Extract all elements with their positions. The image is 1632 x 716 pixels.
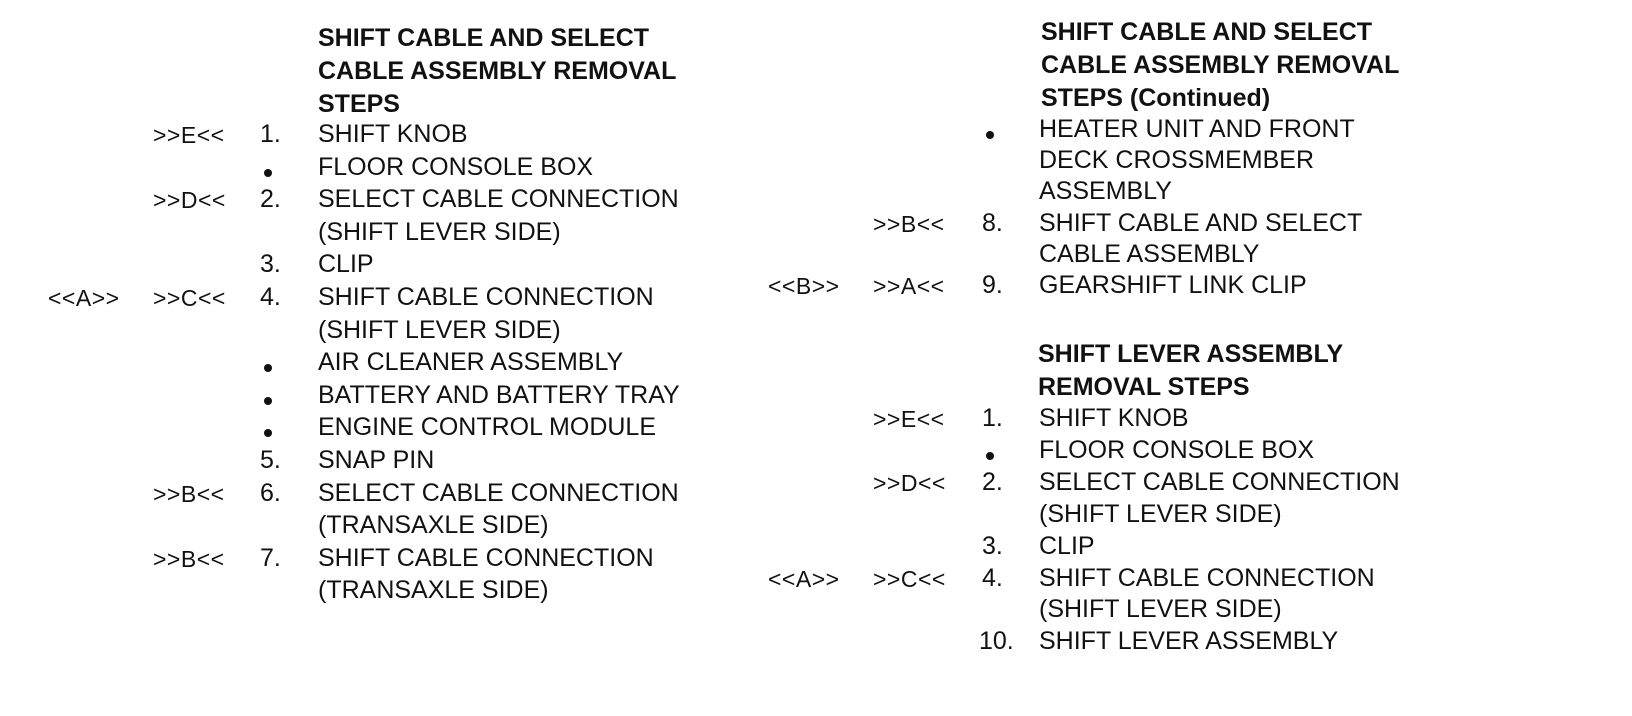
step-number: 5. — [260, 446, 281, 474]
right-section-heading-shift-lever: SHIFT LEVER ASSEMBLY REMOVAL STEPS — [1038, 340, 1344, 401]
step-number: 3. — [982, 531, 1003, 560]
step-text: AIR CLEANER ASSEMBLY — [318, 348, 624, 377]
reference-mark-a: <<A>> — [768, 565, 840, 592]
step-text: DECK CROSSMEMBER — [1039, 146, 1315, 175]
reference-mark-b: >>C<< — [873, 565, 946, 592]
step-text: SHIFT KNOB — [318, 120, 468, 148]
step-number: 8. — [982, 208, 1003, 237]
reference-mark-b: >>C<< — [153, 285, 226, 311]
left-section-heading: SHIFT CABLE AND SELECT CABLE ASSEMBLY RE… — [318, 24, 677, 118]
step-text: (TRANSAXLE SIDE) — [318, 576, 549, 605]
step-text: ENGINE CONTROL MODULE — [318, 413, 657, 442]
step-text: SELECT CABLE CONNECTION — [318, 185, 679, 214]
step-text: SHIFT CABLE CONNECTION — [318, 283, 654, 311]
step-text: BATTERY AND BATTERY TRAY — [318, 380, 680, 409]
step-text: ASSEMBLY — [1039, 177, 1172, 206]
step-text: SHIFT CABLE CONNECTION — [1039, 563, 1375, 592]
step-number: 9. — [982, 271, 1003, 299]
step-text: GEARSHIFT LINK CLIP — [1039, 271, 1307, 299]
reference-mark-b: >>E<< — [153, 122, 225, 148]
step-number: 4. — [982, 563, 1003, 592]
step-number: 1. — [260, 120, 281, 148]
bullet-icon — [986, 131, 994, 139]
reference-mark-b: >>B<< — [153, 480, 225, 507]
step-number: 6. — [260, 478, 281, 507]
reference-mark-b: >>E<< — [873, 406, 945, 432]
bullet-icon — [264, 396, 272, 405]
step-number: 4. — [260, 283, 281, 311]
step-text: (SHIFT LEVER SIDE) — [318, 217, 561, 246]
bullet-icon — [986, 451, 994, 460]
step-text: (SHIFT LEVER SIDE) — [1039, 595, 1282, 624]
step-text: FLOOR CONSOLE BOX — [318, 152, 594, 181]
step-text: CLIP — [1039, 531, 1095, 560]
step-number: 1. — [982, 404, 1003, 432]
step-text: CLIP — [318, 250, 374, 279]
step-text: (SHIFT LEVER SIDE) — [318, 315, 561, 344]
reference-mark-a: <<B>> — [768, 273, 840, 299]
right-section-heading-continued: SHIFT CABLE AND SELECT CABLE ASSEMBLY RE… — [1041, 18, 1400, 112]
reference-mark-b: >>D<< — [153, 187, 226, 214]
step-text: FLOOR CONSOLE BOX — [1039, 435, 1315, 464]
bullet-icon — [264, 429, 272, 438]
step-text: SELECT CABLE CONNECTION — [318, 478, 679, 507]
reference-mark-b: >>A<< — [873, 273, 945, 299]
bullet-icon — [264, 168, 272, 177]
step-text: SHIFT CABLE CONNECTION — [318, 543, 654, 572]
step-text: SELECT CABLE CONNECTION — [1039, 467, 1400, 496]
step-number: 10. — [979, 627, 1014, 656]
step-text: (SHIFT LEVER SIDE) — [1039, 499, 1282, 528]
step-text: CABLE ASSEMBLY — [1039, 239, 1260, 268]
step-text: SHIFT KNOB — [1039, 404, 1189, 432]
reference-mark-b: >>B<< — [153, 545, 225, 572]
step-text: SHIFT LEVER ASSEMBLY — [1039, 627, 1339, 656]
step-number: 2. — [260, 185, 281, 214]
step-text: SNAP PIN — [318, 446, 435, 474]
reference-mark-a: <<A>> — [48, 285, 120, 311]
step-text: SHIFT CABLE AND SELECT — [1039, 208, 1363, 237]
reference-mark-b: >>B<< — [873, 210, 945, 237]
step-text: (TRANSAXLE SIDE) — [318, 511, 549, 540]
step-number: 2. — [982, 467, 1003, 496]
bullet-icon — [264, 364, 272, 373]
step-text: HEATER UNIT AND FRONT — [1039, 115, 1355, 143]
step-number: 7. — [260, 543, 281, 572]
step-number: 3. — [260, 250, 281, 279]
reference-mark-b: >>D<< — [873, 469, 946, 496]
